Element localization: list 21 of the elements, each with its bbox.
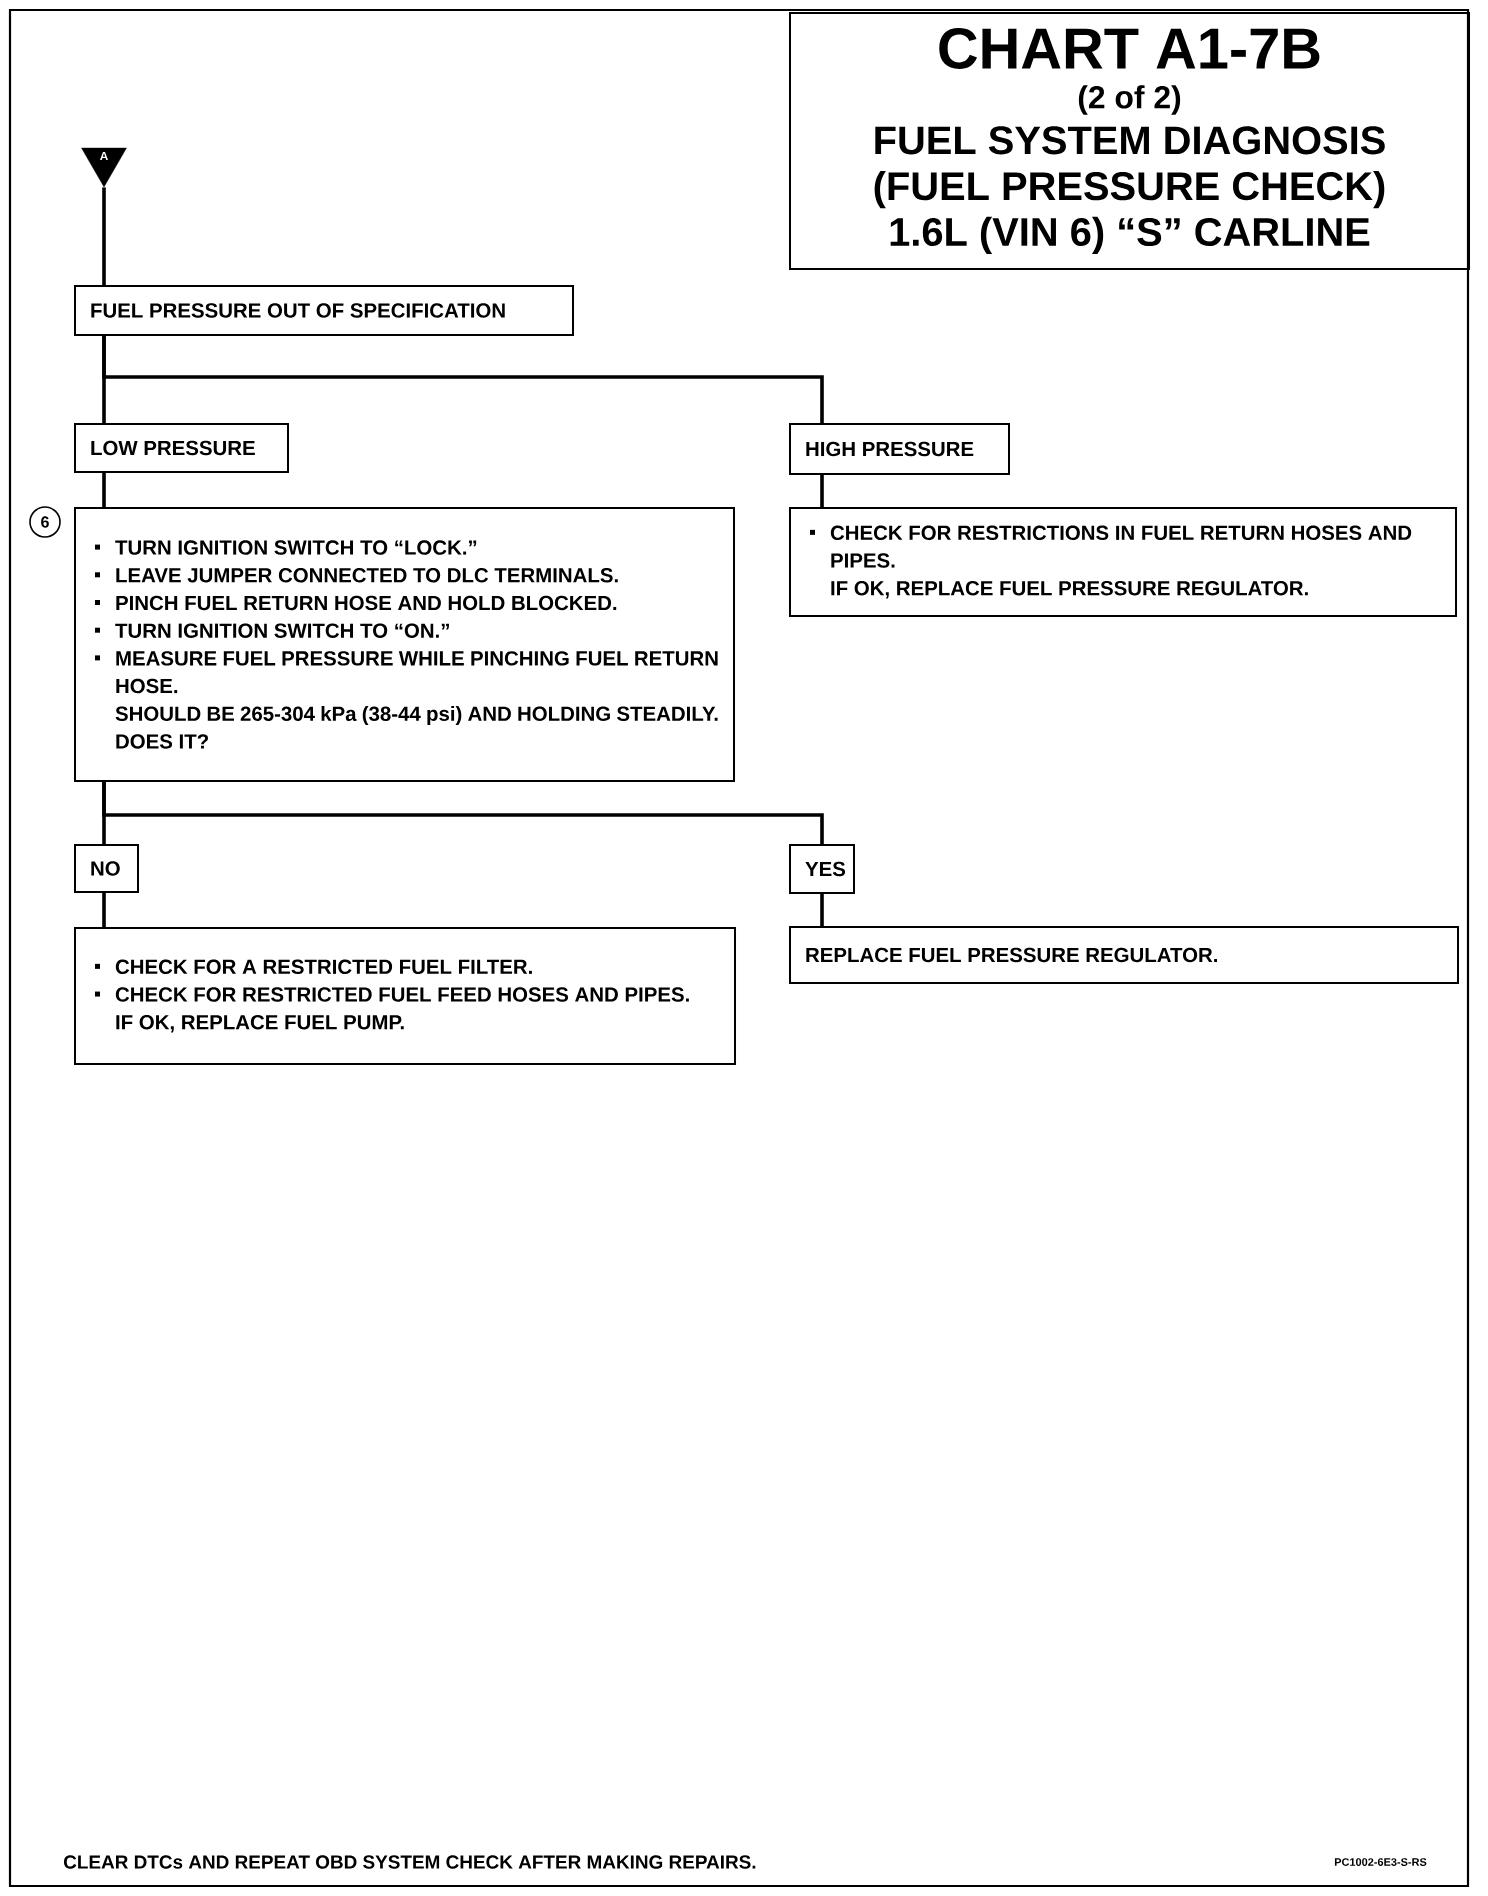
process-box: FUEL PRESSURE OUT OF SPECIFICATION xyxy=(74,285,574,336)
title-box: CHART A1-7B (2 of 2) FUEL SYSTEM DIAGNOSIS (FUEL PRESSURE CHECK) 1.6L (VIN 6) “S” CARLINE xyxy=(789,12,1470,270)
process-box: YES xyxy=(789,844,855,894)
connector-line xyxy=(102,473,106,507)
connector-line xyxy=(102,336,824,423)
footer-note: CLEAR DTCs AND REPEAT OBD SYSTEM CHECK AFTER MAKING REPAIRS. xyxy=(64,1855,756,1869)
process-box: HIGH PRESSURE xyxy=(789,423,1010,475)
connector-triangle: A xyxy=(81,147,127,188)
connector-line xyxy=(102,187,106,285)
connector-line xyxy=(820,894,824,926)
process-box: TURN IGNITION SWITCH TO “LOCK.” LEAVE JUMPER CONNECTED TO DLC TERMINALS. PINCH FUEL RETURN HOSE AND HOLD BLOCKED. TURN IGNITION SWITCH TO “ON.” MEASURE FUEL PRESSURE WHILE PINCHING FUEL RETURN HOSE. SHOULD BE 265-304 kPa (38-44 psi) AND HOLDING STEADILY. DOES IT? xyxy=(74,507,735,782)
callout-number: 6 xyxy=(29,506,61,538)
connector-line xyxy=(820,475,824,507)
process-box: LOW PRESSURE xyxy=(74,423,289,473)
process-box: REPLACE FUEL PRESSURE REGULATOR. xyxy=(789,926,1459,984)
figure-code: PC1002-6E3-S-RS xyxy=(1334,1858,1427,1866)
connector-line xyxy=(102,893,106,927)
process-box: CHECK FOR A RESTRICTED FUEL FILTER. CHECK FOR RESTRICTED FUEL FEED HOSES AND PIPES. IF OK, REPLACE FUEL PUMP. xyxy=(74,927,736,1065)
process-box: CHECK FOR RESTRICTIONS IN FUEL RETURN HOSES AND PIPES. IF OK, REPLACE FUEL PRESSURE REGULATOR. xyxy=(789,507,1457,617)
connector-line xyxy=(102,782,824,844)
process-box: NO xyxy=(74,844,139,893)
